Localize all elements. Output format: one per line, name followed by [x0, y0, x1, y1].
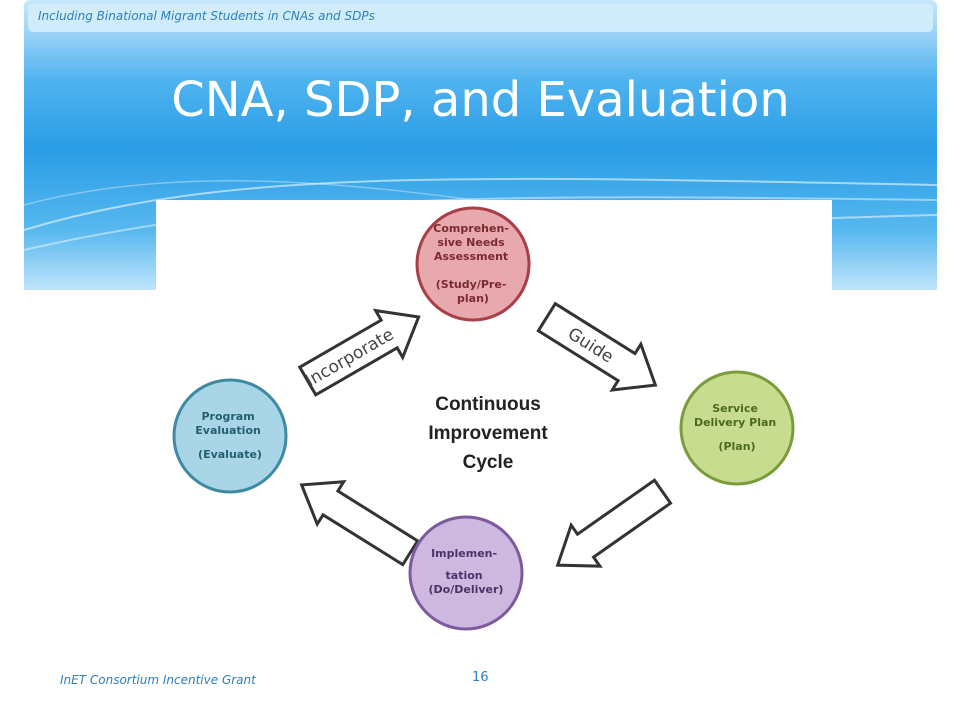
sdp-node: Service Delivery Plan (Plan) [679, 370, 795, 486]
evaluation-line-2: Evaluation [195, 424, 261, 437]
cna-line-2: sive Needs [437, 236, 505, 249]
implementation-line-2: tation [446, 569, 483, 582]
svg-text:Service Delivery Plan: Service Delivery Plan (Plan) [694, 402, 780, 453]
cna-line-5: plan) [457, 292, 489, 305]
deliver-arrow [555, 478, 673, 568]
center-label-line-1: Continuous [435, 394, 541, 415]
evaluation-line-1: Program [201, 410, 254, 423]
footer-grant: InET Consortium Incentive Grant [60, 673, 256, 687]
sdp-line-2: Delivery Plan [694, 416, 776, 429]
evaluation-node: Program Evaluation (Evaluate) [172, 378, 288, 494]
sdp-line-1: Service [712, 402, 758, 415]
implementation-line-3: (Do/Deliver) [429, 583, 504, 596]
incorporate-arrow: Incorporate [297, 308, 421, 397]
evaluation-line-3: (Evaluate) [198, 448, 262, 461]
svg-text:Implemen- tation: Implemen- tation (Do/Deliver) [429, 547, 504, 596]
guide-arrow: Guide [536, 301, 658, 392]
page-number: 16 [472, 670, 489, 685]
slide-title: CNA, SDP, and Evaluation [171, 72, 790, 128]
implementation-node: Implemen- tation (Do/Deliver) [408, 515, 524, 631]
cna-line-4: (Study/Pre- [436, 278, 507, 291]
svg-text:Comprehen- sive Needs: Comprehen- sive Needs Assessment (Study/… [433, 222, 512, 305]
cna-line-1: Comprehen- [433, 222, 509, 235]
cycle-diagram: Incorporate Guide Comprehen- sive Needs [156, 200, 832, 640]
cna-line-3: Assessment [434, 250, 508, 263]
sdp-line-3: (Plan) [718, 440, 755, 453]
top-strip [28, 4, 933, 32]
implementation-line-1: Implemen- [431, 547, 497, 560]
slide-subtitle: Including Binational Migrant Students in… [38, 9, 375, 23]
center-label: Continuous Improvement Cycle [405, 390, 571, 477]
cna-node: Comprehen- sive Needs Assessment (Study/… [415, 206, 531, 322]
center-label-line-2: Improvement [428, 423, 548, 444]
svg-text:Program Evaluation: Program Evaluation (Evaluate) [195, 410, 264, 461]
evaluate-arrow [299, 480, 420, 567]
center-label-line-3: Cycle [462, 452, 514, 473]
